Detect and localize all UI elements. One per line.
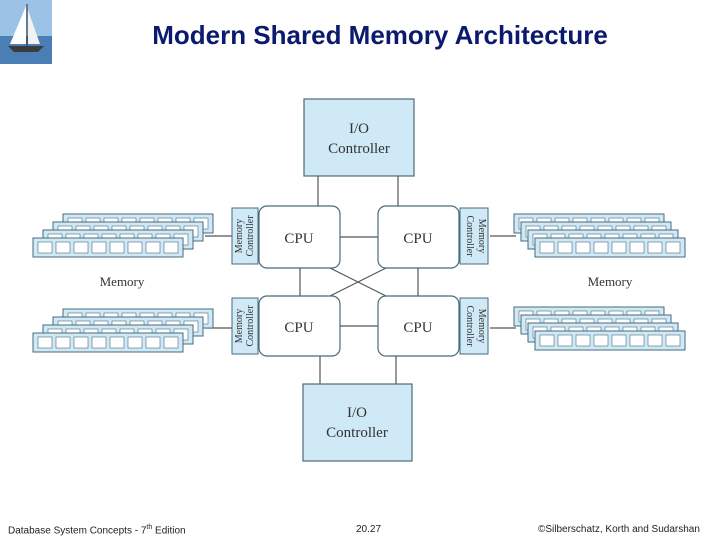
memory-controller-bottom-right: Controller Memory: [459, 297, 489, 355]
svg-text:CPU: CPU: [403, 231, 432, 247]
svg-text:I/O: I/O: [347, 405, 367, 421]
bus-lines: [205, 176, 516, 384]
memory-left-label: Memory: [100, 274, 145, 289]
memory-stack-right-bottom-stick-0: [534, 330, 686, 351]
cpu-bottom-right: CPU: [377, 295, 460, 357]
memory-stack-left-bottom-stick-0: [32, 332, 184, 353]
cpu-bottom-left: CPU: [258, 295, 341, 357]
io-controller-top: I/O Controller: [303, 98, 415, 177]
svg-text:CPU: CPU: [284, 231, 313, 247]
footer-page-number: 20.27: [356, 524, 382, 535]
svg-text:Controller: Controller: [464, 305, 475, 347]
svg-text:Controller: Controller: [245, 305, 256, 347]
svg-text:I/O: I/O: [349, 121, 369, 137]
svg-text:Memory: Memory: [234, 309, 245, 343]
memory-right-label: Memory: [588, 274, 633, 289]
svg-text:Controller: Controller: [245, 215, 256, 257]
svg-text:Controller: Controller: [328, 141, 390, 157]
svg-text:Controller: Controller: [326, 425, 388, 441]
svg-text:CPU: CPU: [403, 320, 432, 336]
memory-controller-bottom-left: Memory Controller: [231, 297, 259, 355]
svg-text:CPU: CPU: [284, 320, 313, 336]
memory-controller-top-left: Memory Controller: [231, 207, 259, 265]
memory-controller-top-right: Controller Memory: [459, 207, 489, 265]
svg-text:Memory: Memory: [476, 219, 487, 253]
svg-text:Memory: Memory: [476, 309, 487, 343]
memory-stack-right-top-stick-0: [534, 237, 686, 258]
svg-text:Memory: Memory: [234, 219, 245, 253]
memory-module-stacks: [32, 213, 686, 353]
sailboat-logo-icon: [0, 0, 52, 64]
cpu-top-right: CPU: [377, 205, 460, 269]
shared-memory-diagram: I/O Controller I/O Controller Memory Con…: [32, 98, 686, 462]
memory-stack-left-top-stick-0: [32, 237, 184, 258]
cpu-top-left: CPU: [258, 205, 341, 269]
footer-book-title: Database System Concepts - 7th Edition: [8, 524, 186, 537]
page-title: Modern Shared Memory Architecture: [152, 20, 608, 50]
svg-text:Controller: Controller: [464, 215, 475, 257]
footer-copyright: ©Silberschatz, Korth and Sudarshan: [538, 524, 700, 535]
io-controller-bottom: I/O Controller: [302, 383, 413, 462]
